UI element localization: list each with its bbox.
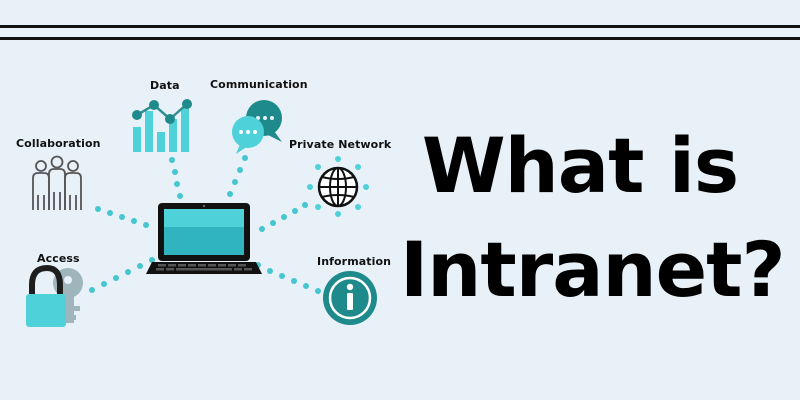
info-circle-icon	[323, 271, 377, 325]
connector-dots	[89, 155, 321, 294]
lock-key-icon	[26, 264, 83, 327]
label-access: Access	[37, 252, 80, 265]
label-information: Information	[317, 255, 392, 268]
chat-bubbles-icon	[232, 100, 282, 154]
label-private-network: Private Network	[289, 138, 392, 151]
label-collaboration: Collaboration	[16, 137, 101, 150]
top-rule-lower	[0, 37, 800, 40]
globe-network-icon	[307, 156, 369, 217]
laptop-icon	[146, 203, 262, 274]
label-communication: Communication	[210, 78, 308, 91]
label-data: Data	[150, 79, 180, 92]
bar-line-chart-icon	[132, 99, 192, 152]
headline-line-1: What is	[421, 121, 739, 210]
top-rule-upper	[0, 25, 800, 28]
headline-line-2: Intranet?	[400, 225, 786, 314]
people-group-icon	[32, 155, 82, 210]
